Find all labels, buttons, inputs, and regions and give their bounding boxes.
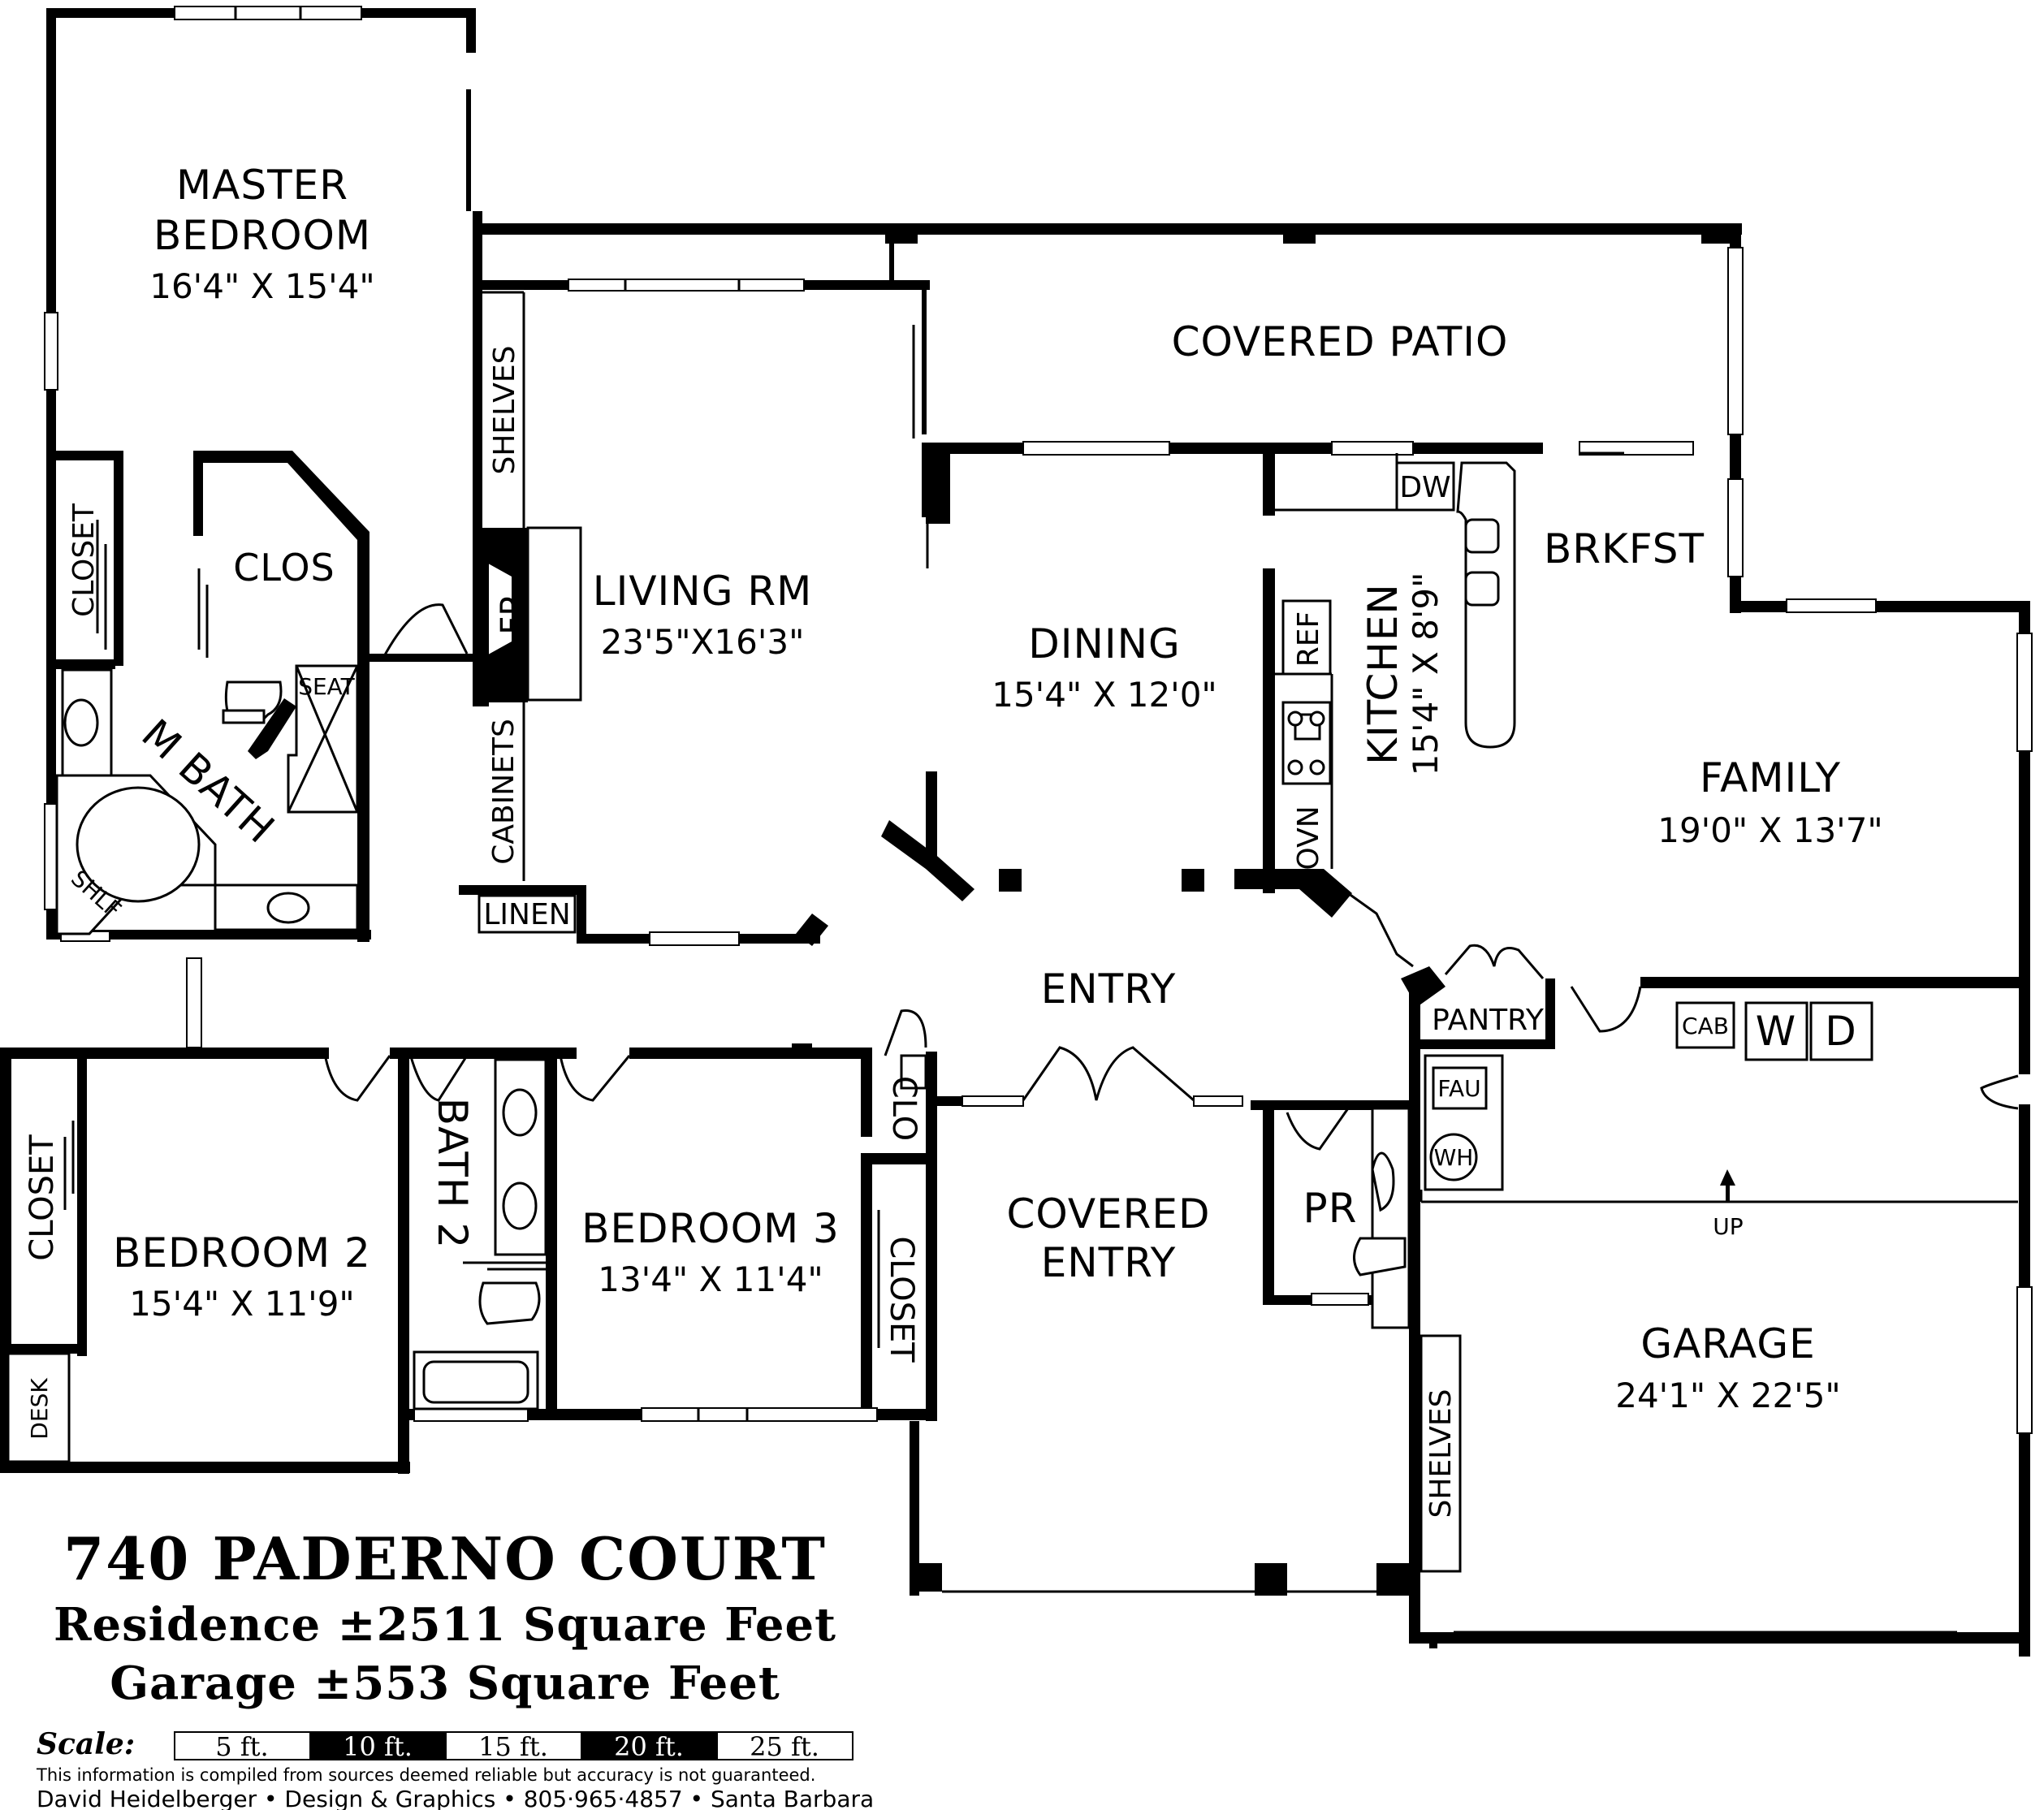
wh-label: WH bbox=[1434, 1144, 1474, 1171]
bedroom2-label: BEDROOM 2 bbox=[113, 1229, 371, 1277]
seat-label: SEAT bbox=[298, 673, 355, 700]
footer: This information is compiled from source… bbox=[36, 1765, 874, 1810]
room-labels: MASTER BEDROOM 16'4" X 15'4" COVERED PAT… bbox=[113, 162, 1883, 1415]
cabinets-label: CABINETS bbox=[487, 719, 521, 865]
address-title: 740 PADERNO COURT bbox=[63, 1524, 827, 1593]
closet-bed3-label: CLOSET bbox=[883, 1236, 920, 1363]
windows bbox=[44, 6, 2033, 1634]
scale-seg-2 bbox=[309, 1731, 447, 1760]
kitchen-dims: 15'4" X 8'9" bbox=[1406, 572, 1445, 776]
scale-text-1: 5 ft. bbox=[215, 1731, 268, 1762]
clo-label: CLO bbox=[885, 1076, 923, 1141]
fau-label: FAU bbox=[1437, 1075, 1480, 1102]
dining-label: DINING bbox=[1028, 620, 1181, 667]
ref-label: REF bbox=[1292, 611, 1325, 667]
scale-seg-4 bbox=[581, 1731, 718, 1760]
family-label: FAMILY bbox=[1700, 754, 1841, 801]
up-label: UP bbox=[1713, 1213, 1743, 1240]
fixture-labels: CLOSET CLOS SEAT SHLF SHELVES FP CABINET… bbox=[24, 346, 1857, 1518]
residence-area: Residence ±2511 Square Feet bbox=[54, 1598, 836, 1652]
brkfst-label: BRKFST bbox=[1544, 525, 1705, 572]
walls bbox=[0, 8, 2030, 1657]
scale-text-4: 20 ft. bbox=[614, 1731, 684, 1762]
garage-dims: 24'1" X 22'5" bbox=[1615, 1376, 1841, 1415]
scale-text-3: 15 ft. bbox=[478, 1731, 548, 1762]
fixtures bbox=[6, 291, 2018, 1573]
ovn-label: OVN bbox=[1292, 806, 1325, 870]
scale-text-2: 10 ft. bbox=[343, 1731, 413, 1762]
desk-label: DESK bbox=[26, 1378, 53, 1440]
washer-label: W bbox=[1756, 1008, 1796, 1055]
title-block: 740 PADERNO COURT Residence ±2511 Square… bbox=[54, 1524, 836, 1710]
living-rm-label: LIVING RM bbox=[593, 568, 812, 615]
pr-label: PR bbox=[1303, 1185, 1358, 1232]
entry-label: ENTRY bbox=[1041, 965, 1177, 1013]
dryer-label: D bbox=[1825, 1008, 1857, 1055]
bedroom2-dims: 15'4" X 11'9" bbox=[129, 1284, 355, 1324]
garage-label: GARAGE bbox=[1640, 1320, 1815, 1367]
master-bedroom-label-1: MASTER bbox=[176, 162, 348, 209]
bath2-label: BATH 2 bbox=[429, 1098, 476, 1249]
pantry-label: PANTRY bbox=[1432, 1004, 1545, 1037]
linen-label: LINEN bbox=[483, 898, 570, 931]
master-bedroom-dims: 16'4" X 15'4" bbox=[149, 266, 375, 306]
shelves-garage-label: SHELVES bbox=[1424, 1389, 1458, 1518]
dining-dims: 15'4" X 12'0" bbox=[992, 675, 1217, 715]
cab-label: CAB bbox=[1682, 1013, 1729, 1039]
scale-bar: Scale: 5 ft. 10 ft. 15 ft. 20 ft. 25 ft. bbox=[37, 1727, 853, 1762]
scale-seg-1 bbox=[174, 1731, 311, 1760]
living-rm-dims: 23'5"X16'3" bbox=[601, 622, 805, 662]
covered-patio-label: COVERED PATIO bbox=[1172, 318, 1509, 365]
fp-label: FP bbox=[495, 596, 532, 634]
clos-label: CLOS bbox=[233, 546, 335, 590]
bedroom3-label: BEDROOM 3 bbox=[581, 1205, 840, 1252]
bedroom3-dims: 13'4" X 11'4" bbox=[598, 1259, 823, 1299]
covered-entry-label-1: COVERED bbox=[1006, 1190, 1210, 1238]
closet-master-label: CLOSET bbox=[67, 503, 101, 617]
doors bbox=[63, 325, 2019, 1348]
dw-label: DW bbox=[1399, 471, 1450, 504]
closet-bed2-label: CLOSET bbox=[24, 1134, 61, 1261]
garage-area: Garage ±553 Square Feet bbox=[110, 1657, 780, 1710]
shelves-living-label: SHELVES bbox=[488, 346, 521, 475]
family-dims: 19'0" X 13'7" bbox=[1657, 810, 1883, 850]
disclaimer: This information is compiled from source… bbox=[36, 1765, 815, 1785]
scale-seg-5 bbox=[716, 1731, 853, 1760]
scale-text-5: 25 ft. bbox=[750, 1731, 819, 1762]
scale-label: Scale: bbox=[37, 1727, 135, 1761]
credit: David Heidelberger • Design & Graphics •… bbox=[37, 1786, 874, 1810]
master-bedroom-label-2: BEDROOM bbox=[153, 212, 371, 259]
kitchen-label: KITCHEN bbox=[1359, 583, 1407, 765]
covered-entry-label-2: ENTRY bbox=[1041, 1239, 1177, 1286]
